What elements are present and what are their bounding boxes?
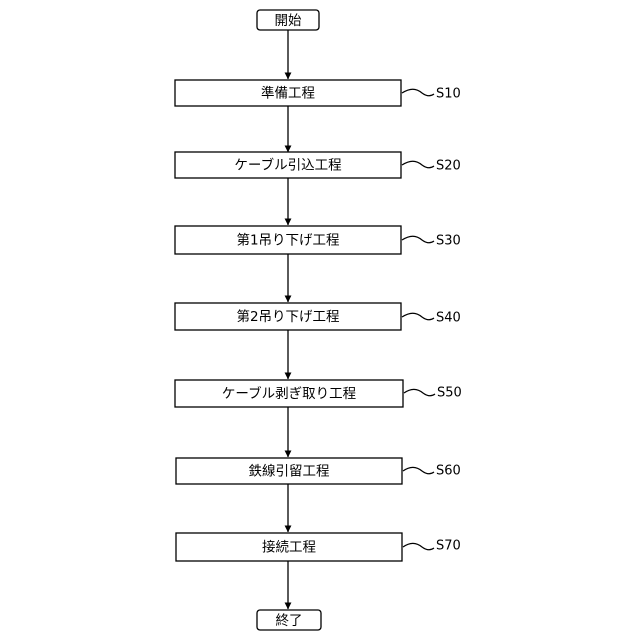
step-s50-id: S50: [437, 386, 462, 401]
step-s70: 接続工程 S70: [176, 533, 461, 561]
step-s60: 鉄線引留工程 S60: [176, 458, 461, 484]
step-s70-label: 接続工程: [262, 539, 316, 556]
step-s50: ケーブル剥ぎ取り工程 S50: [175, 380, 462, 407]
step-s60-label: 鉄線引留工程: [249, 464, 330, 480]
step-s10: 準備工程 S10: [175, 80, 461, 106]
step-s10-leader: [402, 89, 434, 96]
step-s30-id: S30: [436, 234, 461, 249]
step-s20-id: S20: [436, 159, 461, 174]
step-s30-leader: [402, 236, 434, 243]
step-s40-label: 第2吊り下げ工程: [236, 308, 339, 325]
step-s70-id: S70: [436, 539, 461, 554]
step-s20-label: ケーブル引込工程: [234, 157, 341, 174]
step-s60-leader: [403, 467, 434, 474]
step-s20: ケーブル引込工程 S20: [175, 152, 461, 178]
step-s40-id: S40: [436, 311, 461, 326]
step-s50-label: ケーブル剥ぎ取り工程: [222, 385, 356, 402]
step-s30: 第1吊り下げ工程 S30: [175, 226, 461, 254]
step-s10-id: S10: [436, 87, 461, 102]
start-node: 開始: [257, 10, 319, 30]
step-s30-label: 第1吊り下げ工程: [236, 232, 339, 249]
start-node-label: 開始: [275, 13, 302, 29]
step-s40: 第2吊り下げ工程 S40: [175, 303, 461, 330]
step-s50-leader: [404, 389, 435, 396]
end-node-label: 終了: [276, 613, 303, 629]
step-s60-id: S60: [436, 464, 461, 479]
step-s70-leader: [403, 543, 434, 550]
step-s10-label: 準備工程: [261, 86, 315, 102]
step-s20-leader: [402, 161, 434, 168]
end-node: 終了: [257, 610, 321, 630]
step-s40-leader: [402, 313, 434, 320]
